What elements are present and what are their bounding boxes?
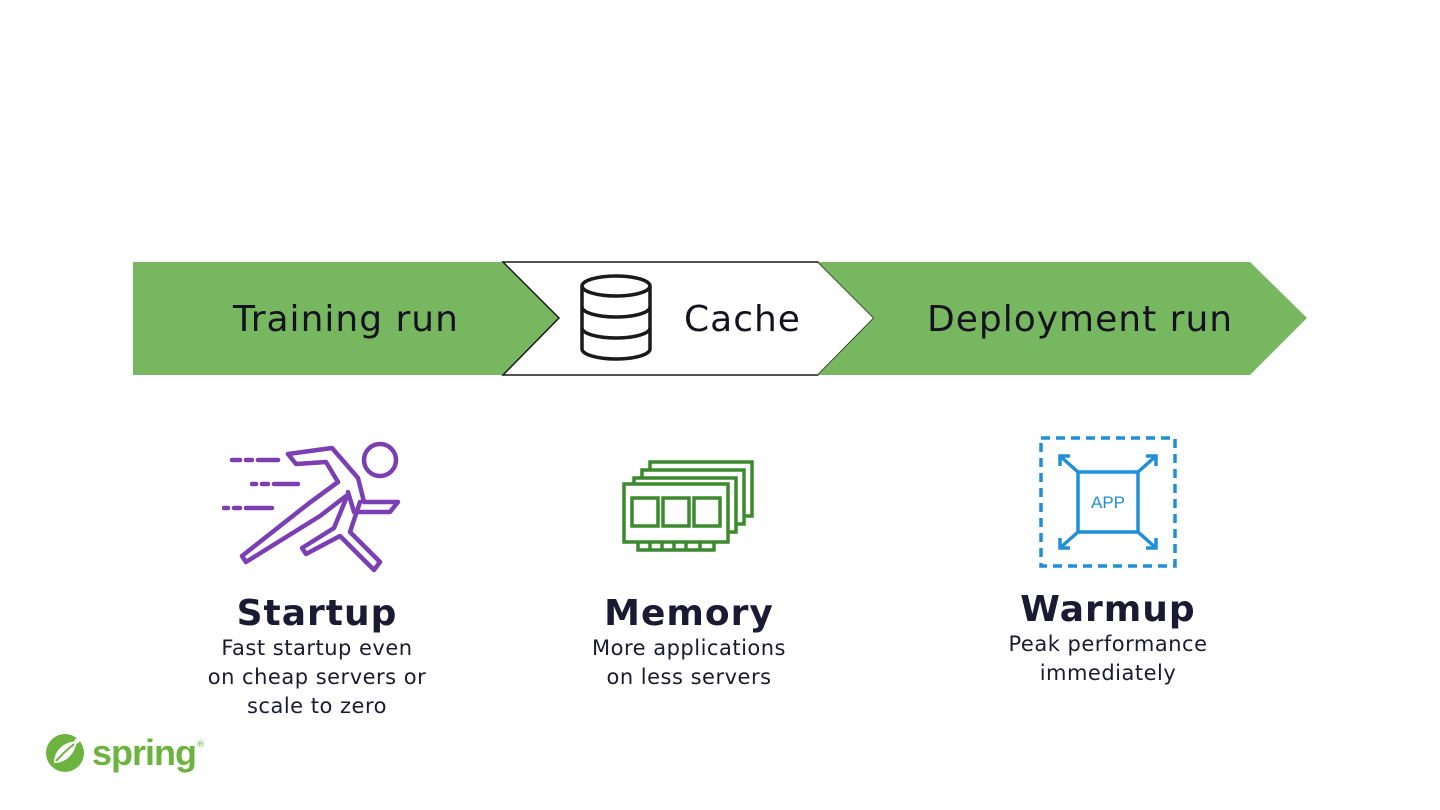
feature-startup: Startup Fast startup even on cheap serve… [167,438,467,721]
feature-memory: Memory More applications on less servers [539,438,839,692]
memory-description: More applications on less servers [591,635,786,689]
memory-module-icon [622,460,754,552]
spring-logo-registered: ® [196,740,206,750]
startup-title: Startup [236,593,398,634]
cache-label: Cache [684,299,801,340]
feature-warmup: APP Warmup Peak performance immediately [958,434,1258,688]
training-run-label: Training run [233,299,459,340]
training-run-arrow [133,262,559,375]
database-icon [580,274,652,361]
warmup-title: Warmup [1020,589,1196,630]
app-scale-icon: APP [1039,436,1177,568]
pipeline-arrows [133,261,1307,376]
warmup-description: Peak performance immediately [1008,631,1208,685]
deployment-run-label: Deployment run [927,299,1234,340]
spring-logo: spring ® [44,732,205,774]
startup-description: Fast startup even on cheap servers or sc… [207,635,427,718]
spring-logo-text: spring [92,732,197,773]
memory-title: Memory [604,593,774,634]
deployment-run-arrow [818,262,1307,375]
app-icon-text: APP [1091,493,1125,512]
runner-icon [222,441,401,573]
spring-leaf-icon [46,734,84,772]
